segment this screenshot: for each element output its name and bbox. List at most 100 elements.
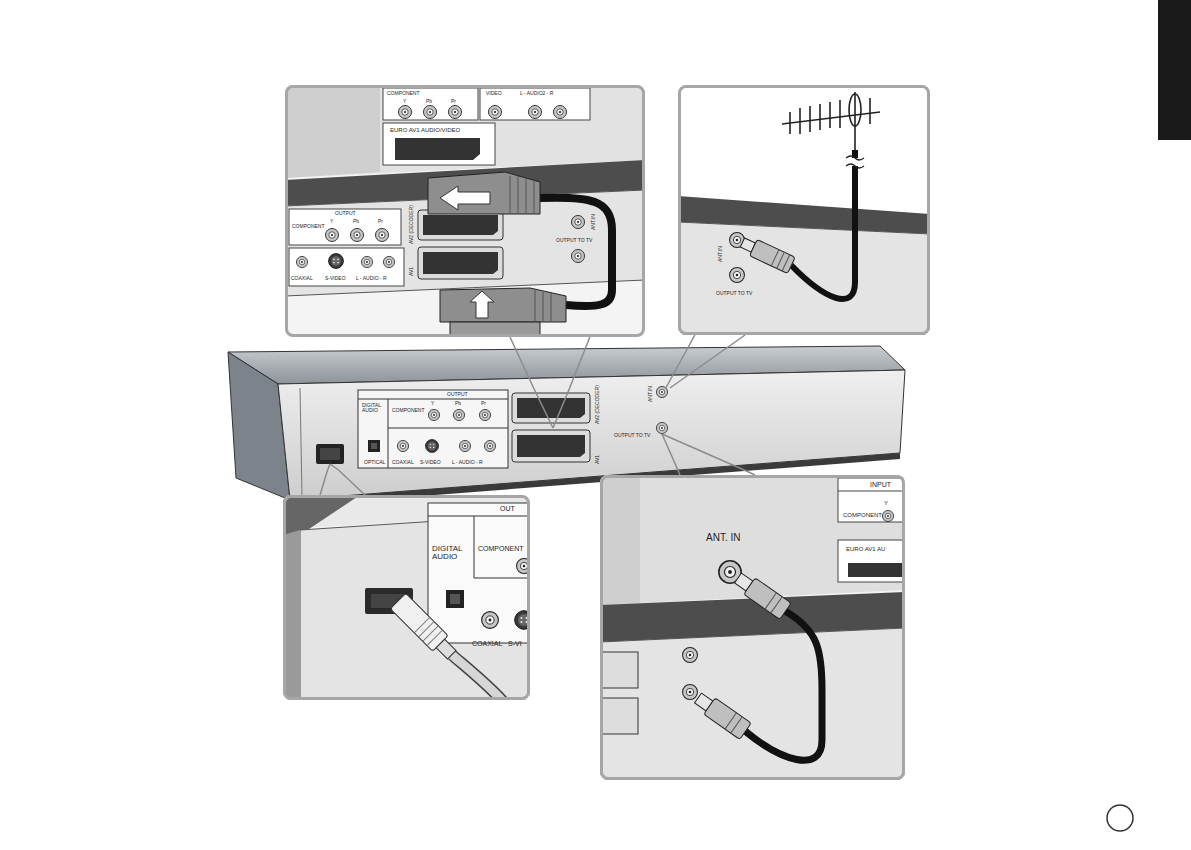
scart-connection-view xyxy=(423,252,498,274)
port-label: L - AUDIO2 - R xyxy=(520,91,553,96)
recorder-body xyxy=(358,399,508,400)
port-label: EURO AV1 AUDIO/VIDEO xyxy=(390,127,460,133)
port-label: OPTICAL xyxy=(364,460,385,465)
callout-inset: OUTDIGITAL AUDIOCOMPONENTCOAXIALS-VI xyxy=(283,495,530,700)
port-label: COAXIAL xyxy=(291,276,313,281)
rf-connection-view xyxy=(882,510,893,521)
port-label: COMPONENT xyxy=(392,408,425,413)
scart-connection-view xyxy=(361,256,372,267)
page-tab xyxy=(1158,0,1191,140)
rf-connection-view xyxy=(683,685,698,700)
scart-connection-view xyxy=(535,290,551,321)
scart-connection-view xyxy=(535,290,536,321)
recorder-body xyxy=(459,440,470,451)
port-label: Y xyxy=(884,500,888,506)
port-label: Y xyxy=(403,99,406,104)
antenna-view xyxy=(791,150,855,299)
rf-connection-view xyxy=(771,597,782,613)
rf-connection-view xyxy=(848,563,905,577)
recorder-body xyxy=(479,409,490,420)
rf-connection-view xyxy=(838,540,905,582)
port-label: OUTPUT TO TV xyxy=(614,433,650,438)
recorder-body xyxy=(512,430,590,462)
scart-connection-view xyxy=(375,228,388,241)
antenna-view xyxy=(819,104,821,130)
port-label: S-VIDEO xyxy=(325,276,346,281)
scart-connection-view xyxy=(325,228,338,241)
leader-line xyxy=(328,464,330,470)
recorder-body xyxy=(228,352,290,500)
antenna-view xyxy=(782,92,880,152)
antenna-view xyxy=(782,112,880,124)
scart-connection-view xyxy=(488,105,501,118)
scart-connection-view xyxy=(470,291,494,318)
recorder-body xyxy=(388,428,508,429)
port-label: S-VIDEO xyxy=(420,460,441,465)
scart-connection-view xyxy=(383,88,478,120)
antenna-view xyxy=(750,239,796,273)
rear-panel: OUTPUTDIGITAL AUDIOCOMPONENTYPbPrOPTICAL… xyxy=(300,388,890,470)
leader-line xyxy=(330,464,339,470)
recorder-body xyxy=(320,448,340,460)
power-view xyxy=(423,626,439,642)
power-view xyxy=(419,622,435,638)
port-label: Y xyxy=(431,401,434,406)
recorder-body xyxy=(428,409,439,420)
power-view xyxy=(414,617,430,633)
antenna-view xyxy=(829,102,831,128)
scart-connection-view xyxy=(534,180,535,213)
port-label: OUT xyxy=(500,505,515,512)
scart-connection-view xyxy=(395,138,480,160)
rf-connection-view xyxy=(600,475,640,605)
port-label: COMPONENT xyxy=(292,224,325,229)
port-label: VIDEO xyxy=(486,91,502,96)
port-label: COAXIAL xyxy=(472,640,502,647)
recorder-body xyxy=(397,440,408,451)
port-label: ANT.IN xyxy=(591,214,596,230)
leader-line xyxy=(320,470,365,495)
antenna-view xyxy=(869,98,871,124)
rf-connection-view xyxy=(600,628,905,780)
antenna-view xyxy=(789,112,791,134)
power-view xyxy=(452,655,506,700)
rf-connection-view xyxy=(838,478,905,522)
scart-connection-view xyxy=(428,172,540,214)
port-label: DIGITAL AUDIO xyxy=(362,403,386,413)
port-label: Pr xyxy=(451,99,456,104)
recorder-body xyxy=(316,444,344,464)
scart-connection-view xyxy=(289,248,404,286)
scart-connection-view xyxy=(526,178,527,213)
antenna-view xyxy=(846,156,864,168)
antenna-view xyxy=(730,268,745,283)
antenna-view xyxy=(839,100,841,128)
power-view xyxy=(283,495,530,700)
power-view xyxy=(452,655,506,700)
scart-connection-view xyxy=(448,105,461,118)
port-label: AV1 xyxy=(595,455,600,464)
power-view xyxy=(482,612,499,629)
port-label: COMPONENT xyxy=(843,512,882,518)
recorder-body xyxy=(368,440,380,452)
port-label: Pb xyxy=(426,99,432,104)
scart-connection-view xyxy=(383,123,495,165)
scart-connection-view xyxy=(440,186,490,210)
scart-connection-view xyxy=(285,85,645,337)
power-view xyxy=(446,590,464,608)
leader-line xyxy=(534,388,553,428)
power-view xyxy=(390,593,448,651)
port-label: DIGITAL AUDIO xyxy=(432,545,472,561)
port-label: L - AUDIO - R xyxy=(356,276,387,281)
rf-connection-view xyxy=(731,717,742,733)
antenna-view xyxy=(771,250,779,266)
port-label: OUTPUT xyxy=(335,211,356,216)
antenna-view xyxy=(849,94,861,126)
rf-connection-view xyxy=(600,475,905,780)
scart-connection-view xyxy=(571,215,584,228)
rf-connection-view xyxy=(683,648,698,663)
rf-connection-view xyxy=(704,698,752,740)
antenna-view xyxy=(777,252,785,268)
port-label: Pr xyxy=(481,401,486,406)
page-number-circle xyxy=(1107,805,1133,831)
port-label: COMPONENT xyxy=(478,545,524,552)
